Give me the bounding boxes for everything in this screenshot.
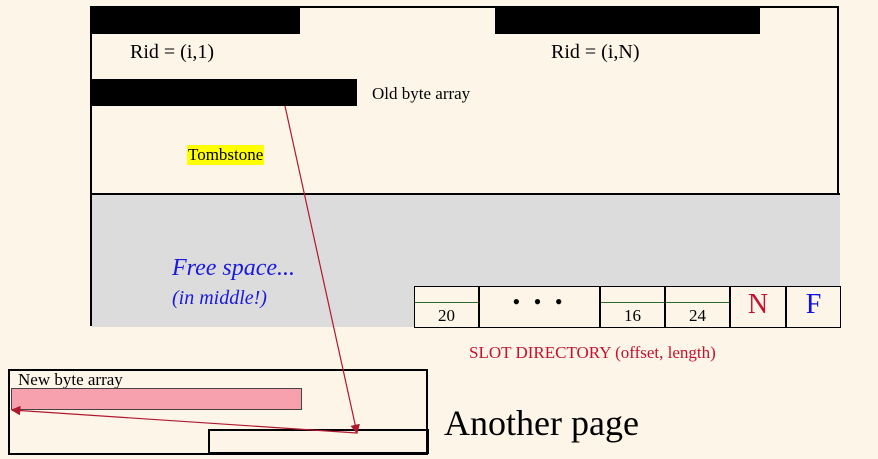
free-space-label: Free space...: [172, 255, 296, 281]
slot-value: 20: [438, 306, 455, 325]
ellipsis-dots: • • •: [512, 289, 567, 314]
record-n-bar: [495, 8, 760, 34]
slot-entry: 20: [414, 286, 479, 328]
slot-entry: 24: [665, 286, 730, 328]
n-label: N: [747, 289, 769, 320]
slot-ellipsis: • • •: [479, 286, 600, 328]
another-page-title: Another page: [444, 403, 639, 443]
tombstone-forward-arrow: [284, 105, 360, 435]
old-byte-array-label: Old byte array: [372, 84, 471, 103]
slot-count-n: N: [730, 286, 786, 328]
f-label: F: [805, 289, 822, 320]
free-space-sublabel: (in middle!): [172, 287, 267, 309]
slot-directory-caption: SLOT DIRECTORY (offset, length): [469, 343, 716, 362]
rid-last-label: Rid = (i,N): [551, 41, 640, 63]
new-array-pointer-arrow: [10, 405, 358, 434]
slot-value: 24: [689, 306, 706, 325]
new-byte-array-bar: [11, 388, 302, 410]
slot-value: 16: [624, 306, 641, 325]
free-pointer-f: F: [786, 286, 841, 328]
new-byte-array-label: New byte array: [18, 370, 123, 389]
slot-divider: [601, 302, 664, 303]
slot-divider: [415, 302, 478, 303]
rid-first-label: Rid = (i,1): [130, 41, 215, 63]
old-byte-array-bar: [92, 79, 357, 106]
tombstone-label: Tombstone: [187, 145, 265, 165]
another-page-frame: [8, 369, 428, 455]
slot-entry: 16: [600, 286, 665, 328]
record-1-bar: [92, 8, 300, 34]
slot-divider: [666, 302, 729, 303]
